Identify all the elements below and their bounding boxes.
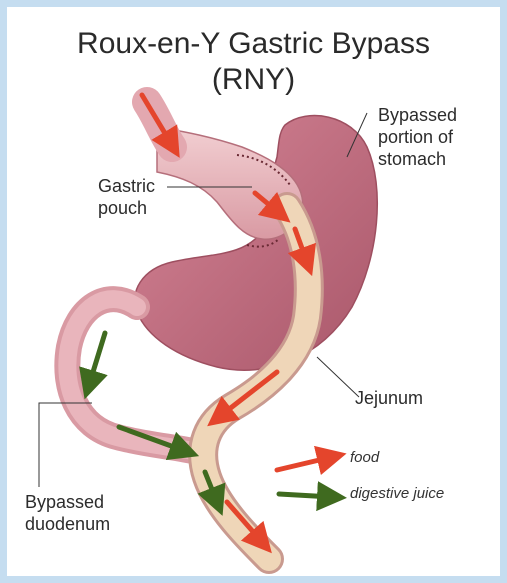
legend-juice-arrow bbox=[279, 494, 332, 497]
label-bypassed-stomach-line1: Bypassed bbox=[378, 104, 457, 126]
diagram-frame: Roux-en-Y Gastric Bypass (RNY) bbox=[7, 7, 500, 576]
label-gastric-pouch: Gastric pouch bbox=[98, 175, 155, 219]
label-gastric-pouch-line2: pouch bbox=[98, 197, 155, 219]
legend-food-arrow bbox=[277, 457, 332, 470]
label-bypassed-duodenum-line1: Bypassed bbox=[25, 491, 110, 513]
legend-food-label: food bbox=[350, 449, 379, 466]
label-bypassed-duodenum-line2: duodenum bbox=[25, 513, 110, 535]
leader-jejunum bbox=[317, 357, 359, 397]
label-bypassed-stomach: Bypassed portion of stomach bbox=[378, 104, 457, 170]
label-gastric-pouch-line1: Gastric bbox=[98, 175, 155, 197]
label-bypassed-stomach-line3: stomach bbox=[378, 148, 457, 170]
legend-juice-label: digestive juice bbox=[350, 485, 444, 502]
label-bypassed-duodenum: Bypassed duodenum bbox=[25, 491, 110, 535]
label-jejunum: Jejunum bbox=[355, 387, 423, 409]
label-bypassed-stomach-line2: portion of bbox=[378, 126, 457, 148]
